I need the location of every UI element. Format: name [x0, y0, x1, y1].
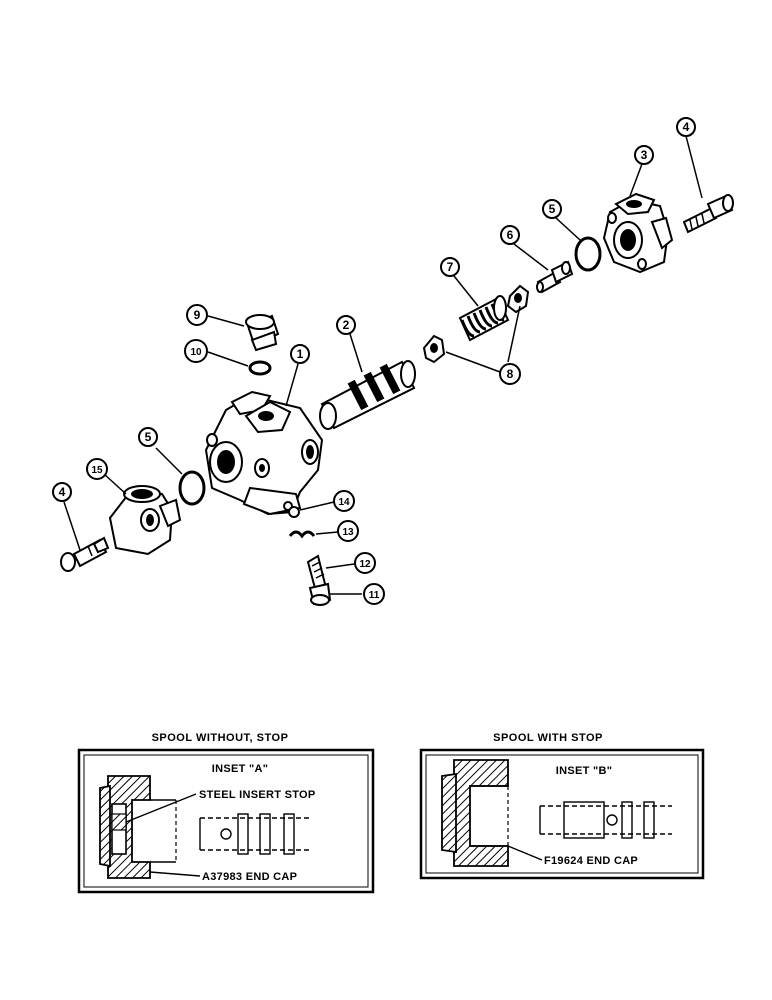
svg-text:2: 2 [343, 318, 350, 332]
part-8-washer-lower [422, 334, 446, 364]
callout-13: 13 [337, 520, 359, 542]
part-11-plug-head [308, 582, 332, 606]
inset-b-title: SPOOL WITH STOP [493, 732, 603, 744]
part-8-washer-upper [506, 284, 530, 314]
part-6-stop [536, 260, 574, 294]
callout-7: 7 [440, 257, 460, 277]
inset-a: SPOOL WITHOUT, STOP INSET "A" STEEL INSE… [77, 732, 375, 894]
callout-4-left: 4 [52, 482, 72, 502]
svg-text:9: 9 [194, 308, 201, 322]
svg-text:4: 4 [59, 485, 66, 499]
svg-text:15: 15 [91, 465, 103, 476]
callout-8: 8 [499, 363, 521, 385]
svg-text:3: 3 [641, 148, 648, 162]
inset-b-note-cap: F19624 END CAP [544, 855, 638, 867]
svg-text:8: 8 [507, 367, 514, 381]
part-3-end-cap [602, 192, 674, 274]
inset-a-note-stop: STEEL INSERT STOP [199, 789, 316, 801]
part-5-oring-left [178, 470, 206, 506]
callout-11: 11 [363, 583, 385, 605]
svg-text:14: 14 [338, 497, 350, 508]
callout-6: 6 [500, 225, 520, 245]
part-4-bolt-right [682, 194, 734, 234]
inset-b: SPOOL WITH STOP INSET "B" F19624 END CAP [419, 732, 705, 880]
inset-a-note-cap: A37983 END CAP [202, 871, 297, 883]
svg-text:10: 10 [190, 347, 202, 358]
svg-text:11: 11 [369, 590, 380, 601]
part-7-spring [458, 295, 510, 342]
part-15-end-cap-left [108, 485, 182, 556]
svg-text:12: 12 [359, 559, 371, 570]
callout-2: 2 [336, 315, 356, 335]
callout-3: 3 [634, 145, 654, 165]
part-9-plug [245, 314, 280, 352]
callout-14: 14 [333, 490, 355, 512]
callout-12: 12 [354, 552, 376, 574]
inset-a-label: INSET "A" [212, 763, 269, 775]
part-2-spool [319, 360, 416, 430]
part-4-bolt-left [60, 536, 110, 572]
svg-text:6: 6 [507, 228, 514, 242]
callout-1: 1 [290, 344, 310, 364]
callout-5-right: 5 [542, 199, 562, 219]
part-5-oring-right [574, 236, 602, 272]
part-14-ball [288, 506, 300, 518]
svg-text:4: 4 [683, 120, 690, 134]
svg-text:1: 1 [297, 347, 304, 361]
inset-a-title: SPOOL WITHOUT, STOP [152, 732, 289, 744]
svg-text:13: 13 [342, 527, 354, 538]
callout-10: 10 [184, 339, 208, 363]
svg-text:5: 5 [549, 202, 556, 216]
svg-text:5: 5 [145, 430, 152, 444]
callout-15: 15 [86, 458, 108, 480]
part-1-valve-body [204, 390, 324, 516]
svg-text:7: 7 [447, 260, 454, 274]
callout-4-right: 4 [676, 117, 696, 137]
callout-5-left: 5 [138, 427, 158, 447]
part-10-oring [248, 360, 272, 376]
part-13-spring [288, 530, 316, 539]
inset-b-label: INSET "B" [556, 765, 613, 777]
callout-9: 9 [186, 304, 208, 326]
